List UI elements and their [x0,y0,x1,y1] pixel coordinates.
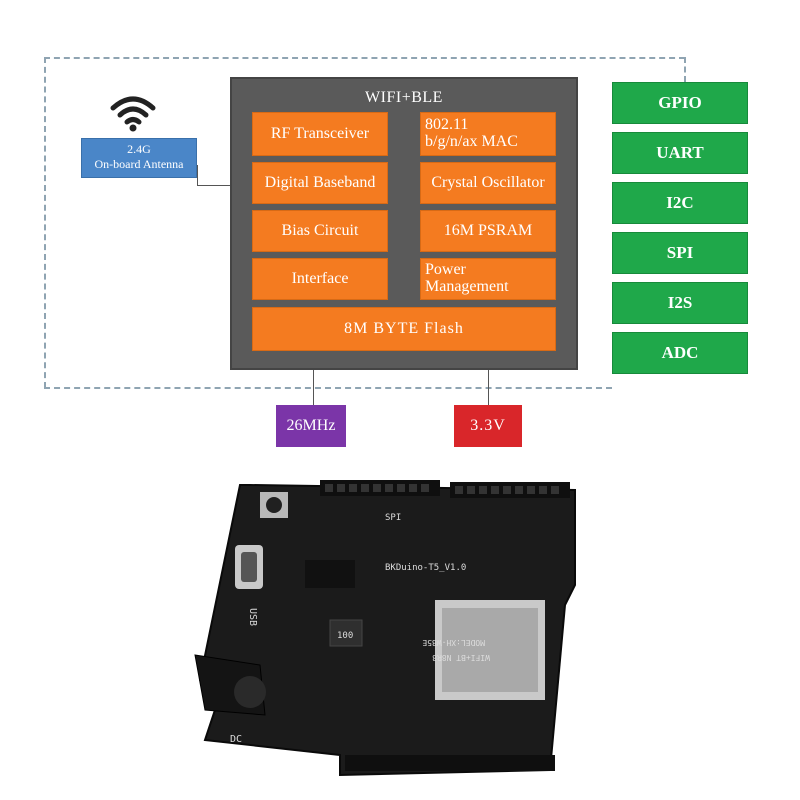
antenna-connector-h [197,185,231,186]
dc-label: DC [230,734,242,745]
spi-label: SPI [385,513,401,523]
cell-interface: Interface [252,258,388,300]
dev-board: USB DC 100 WIFI+BT N8R8 MODEL:XH-WB5E BK… [194,480,576,777]
cell-mac-line2: b/g/n/ax MAC [425,133,518,150]
cell-rf-transceiver: RF Transceiver [252,112,388,156]
cell-crystal-oscillator: Crystal Oscillator [420,162,556,204]
inductor-label: 100 [337,631,353,641]
boundary-top [44,57,685,59]
module-model: MODEL:XH-WB5E [422,638,485,647]
cell-power-line1: Power [425,261,466,279]
wifi-icon [110,96,156,132]
module-sub: WIFI+BT N8R8 [432,653,490,662]
board-name: BKDuino-T5_V1.0 [385,563,466,573]
periph-i2s: I2S [612,282,748,324]
chip-title: WIFI+BLE [365,89,443,106]
cell-power-line2: Management [425,278,509,295]
cell-mac-line1: 802.11 [425,116,469,134]
periph-spi: SPI [612,232,748,274]
periph-gpio: GPIO [612,82,748,124]
periph-uart: UART [612,132,748,174]
antenna-connector-v [197,165,198,185]
boundary-right [684,57,686,82]
periph-i2c: I2C [612,182,748,224]
antenna-box: 2.4G On-board Antenna [81,138,197,178]
cell-power-management: Power Management [420,258,556,300]
power-connector [488,370,489,406]
usb-label: USB [247,608,258,626]
cell-mac: 802.11 b/g/n/ax MAC [420,112,556,156]
periph-adc: ADC [612,332,748,374]
voltage-box: 3.3V [454,405,522,447]
boundary-bottom [44,387,612,389]
cell-digital-baseband: Digital Baseband [252,162,388,204]
clock-box: 26MHz [276,405,346,447]
clock-connector [313,370,314,406]
antenna-label: On-board Antenna [94,157,184,171]
cell-psram: 16M PSRAM [420,210,556,252]
antenna-freq: 2.4G [127,142,151,156]
cell-bias-circuit: Bias Circuit [252,210,388,252]
boundary-left [44,57,46,388]
cell-flash: 8M BYTE Flash [252,307,556,351]
